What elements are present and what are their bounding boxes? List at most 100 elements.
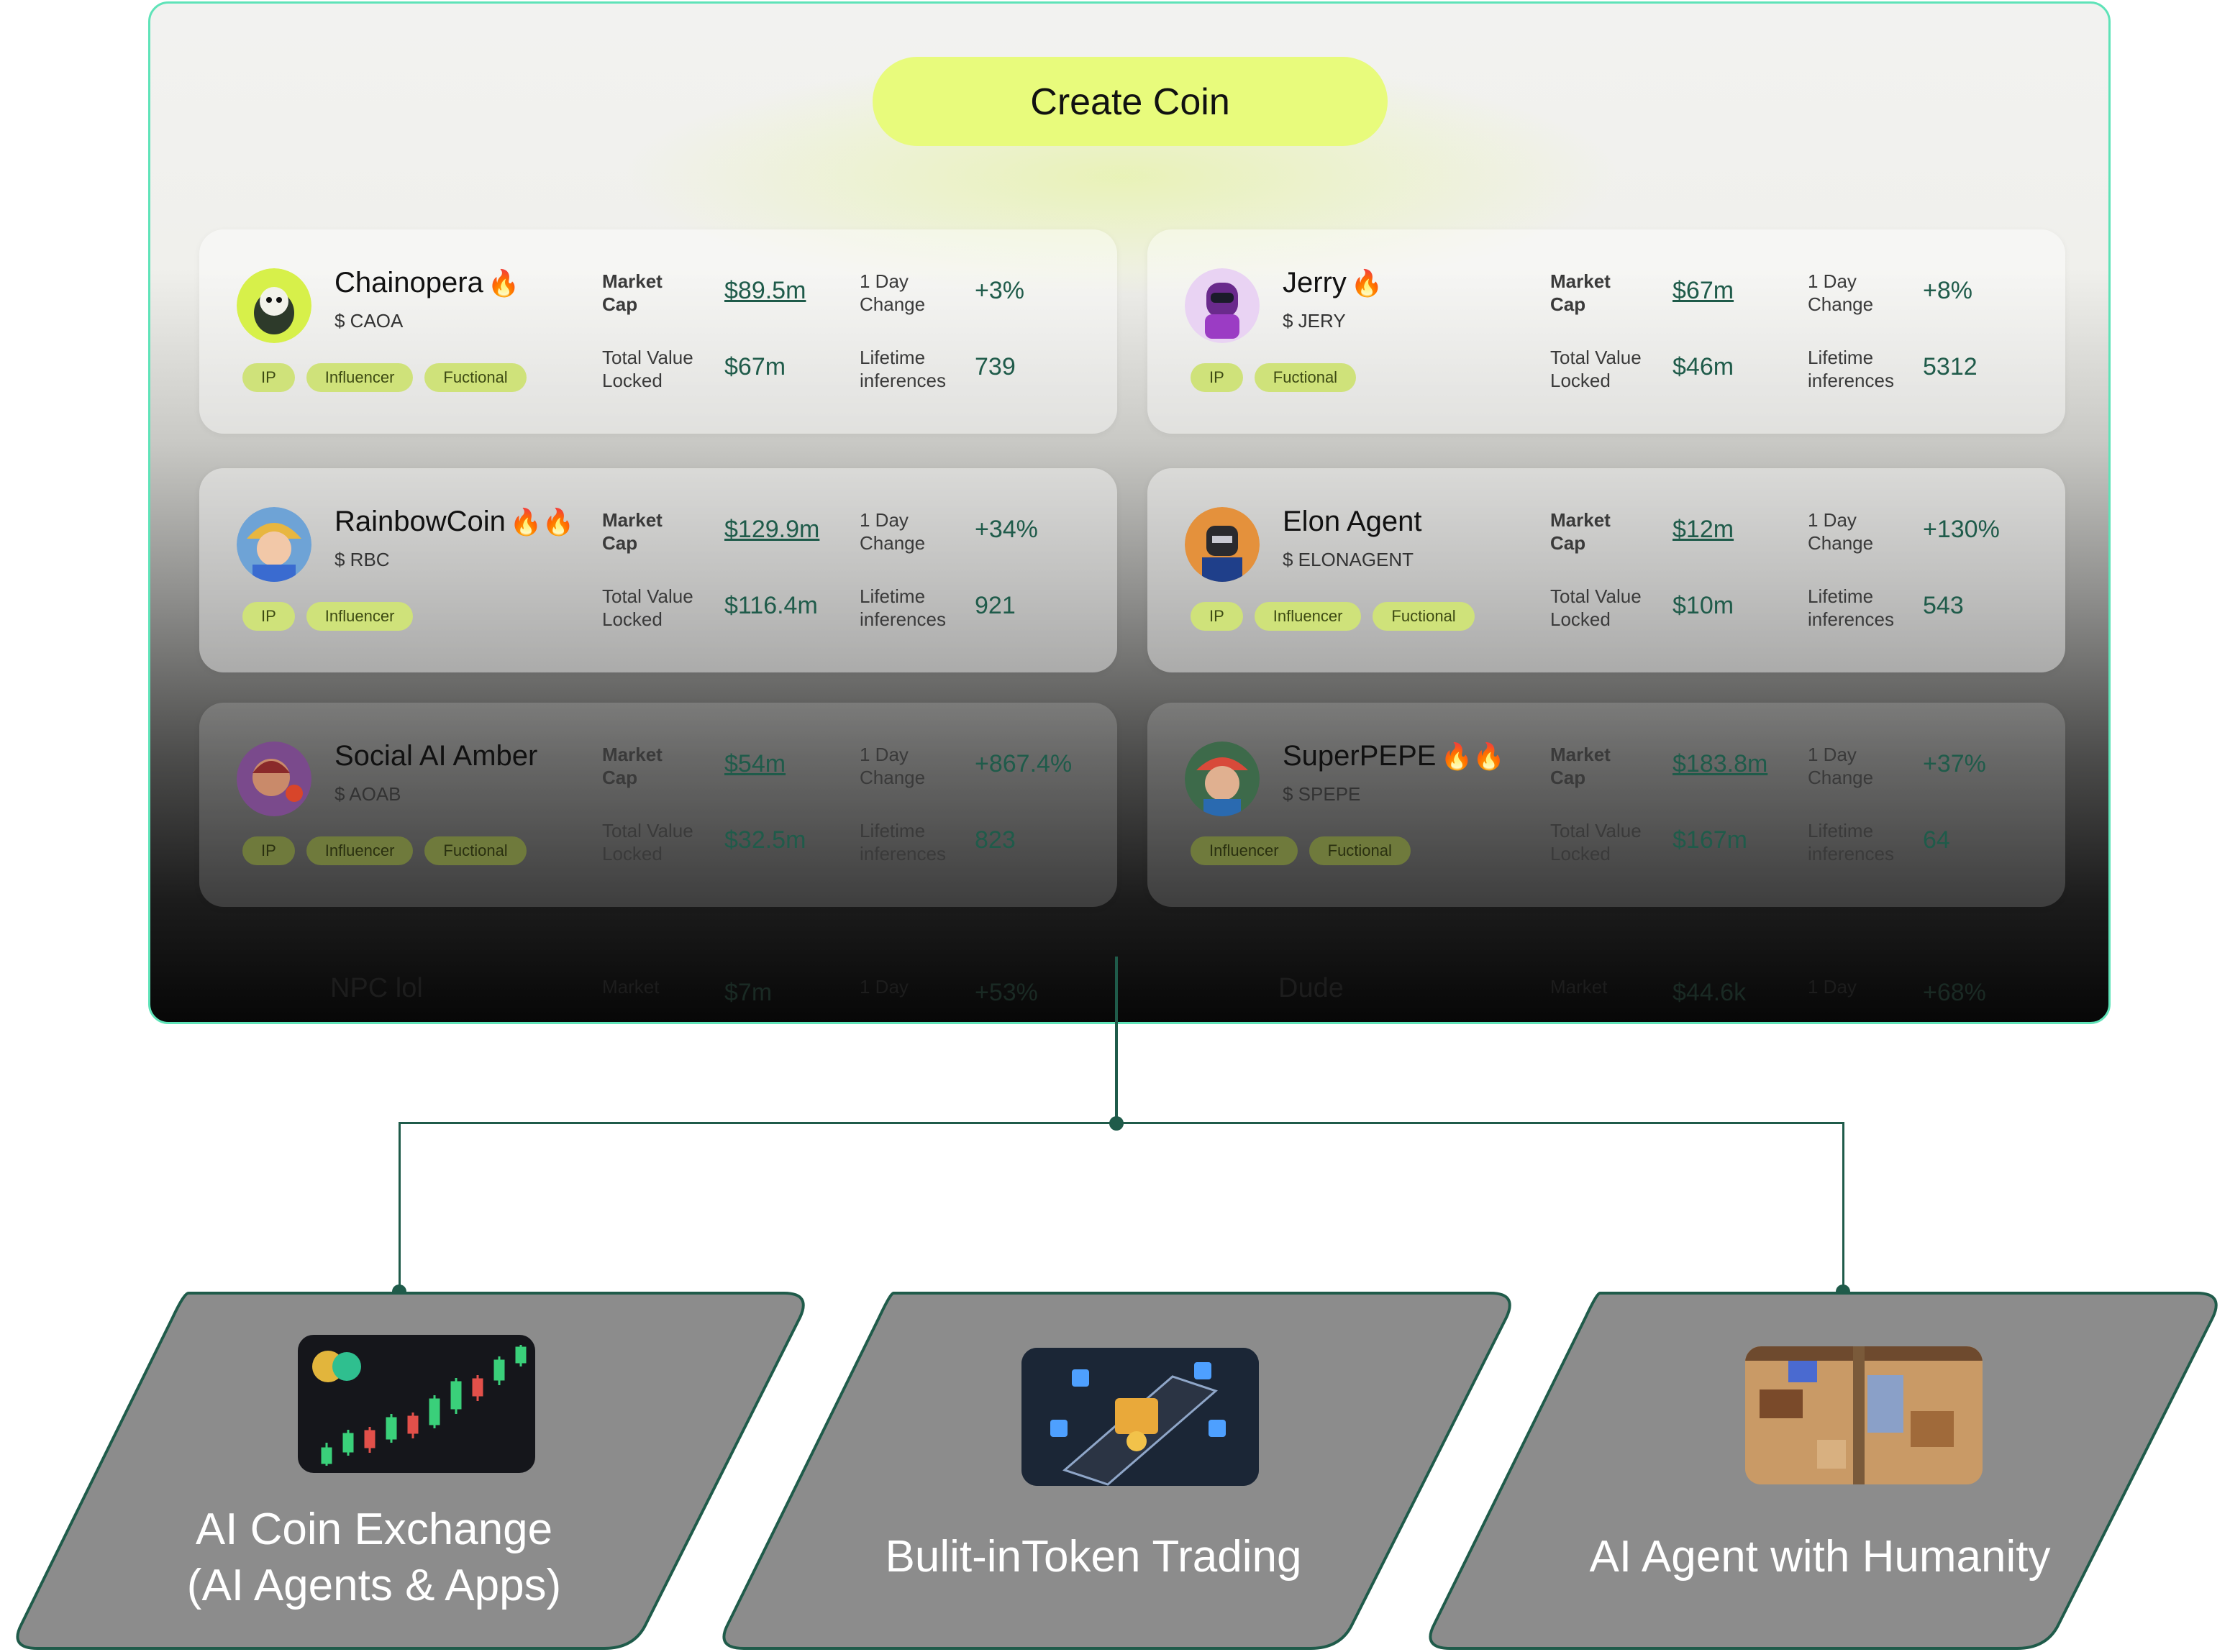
lifetime-label: Lifetime inferences xyxy=(1808,820,1894,864)
peek-market-cap: $44.6k xyxy=(1672,979,1747,1006)
tag-influencer: Influencer xyxy=(1254,602,1362,631)
market-cap-value[interactable]: $12m xyxy=(1672,516,1734,543)
tag-list: IP Fuctional xyxy=(1191,363,1357,392)
coin-card-jerry[interactable]: Jerry🔥 $ JERY IP Fuctional Market Cap $6… xyxy=(1147,229,2065,434)
market-cap-label: Market Cap xyxy=(1550,744,1611,788)
day-change-value: +3% xyxy=(975,277,1024,304)
pixel-room-icon xyxy=(1745,1346,1983,1484)
market-cap-value[interactable]: $89.5m xyxy=(724,277,806,304)
day-change-label: 1 Day Change xyxy=(1808,509,1874,554)
tvl-value: $46m xyxy=(1672,353,1734,380)
tag-ip: IP xyxy=(242,363,295,392)
coin-avatar xyxy=(1185,268,1260,343)
tag-ip: IP xyxy=(1191,363,1243,392)
coin-name[interactable]: Social AI Amber xyxy=(334,740,538,772)
tag-ip: IP xyxy=(242,602,295,631)
coin-card-social-ai-amber[interactable]: Social AI Amber $ AOAB IP Influencer Fuc… xyxy=(199,703,1117,907)
fire-icon: 🔥🔥 xyxy=(509,507,575,537)
lifetime-value: 543 xyxy=(1923,592,1964,619)
tag-fuctional: Fuctional xyxy=(1309,836,1411,865)
connector-left-drop xyxy=(399,1122,401,1289)
coin-avatar xyxy=(237,268,311,343)
market-cap-value[interactable]: $183.8m xyxy=(1672,750,1768,777)
tag-list: IP Influencer Fuctional xyxy=(242,836,527,865)
coin-ticker: $ AOAB xyxy=(334,783,401,805)
peek-day-change: +53% xyxy=(975,979,1038,1006)
day-change-value: +37% xyxy=(1923,750,1986,777)
coin-ticker: $ SPEPE xyxy=(1283,783,1361,805)
tvl-label: Total Value Locked xyxy=(602,585,693,630)
tag-ip: IP xyxy=(1191,602,1243,631)
tvl-label: Total Value Locked xyxy=(602,820,693,864)
market-cap-label: Market Cap xyxy=(602,509,663,554)
tvl-value: $67m xyxy=(724,353,786,380)
coin-card-superpepe[interactable]: SuperPEPE🔥🔥 $ SPEPE Influencer Fuctional… xyxy=(1147,703,2065,907)
tvl-value: $167m xyxy=(1672,826,1747,854)
connector-vertical-main xyxy=(1115,957,1118,1123)
tag-list: IP Influencer xyxy=(242,602,414,631)
feature-label-humanity: AI Agent with Humanity xyxy=(1589,1532,2051,1582)
tag-influencer: Influencer xyxy=(306,602,414,631)
peek-coin-name: Dude xyxy=(1278,973,1344,1003)
create-coin-button[interactable]: Create Coin xyxy=(873,57,1388,146)
tvl-value: $32.5m xyxy=(724,826,806,854)
fire-icon: 🔥 xyxy=(1350,268,1383,298)
coin-card-rainbowcoin[interactable]: RainbowCoin🔥🔥 $ RBC IP Influencer Market… xyxy=(199,468,1117,672)
coin-name[interactable]: Chainopera🔥 xyxy=(334,267,520,298)
coin-name[interactable]: SuperPEPE🔥🔥 xyxy=(1283,740,1506,772)
peek-day-change: +68% xyxy=(1923,979,1986,1006)
lifetime-label: Lifetime inferences xyxy=(860,820,946,864)
coin-name[interactable]: RainbowCoin🔥🔥 xyxy=(334,506,575,537)
lifetime-label: Lifetime inferences xyxy=(1808,347,1894,391)
lifetime-value: 921 xyxy=(975,592,1016,619)
tag-fuctional: Fuctional xyxy=(424,836,527,865)
tvl-value: $10m xyxy=(1672,592,1734,619)
peek-day-label: 1 Day xyxy=(1808,976,1857,998)
fire-icon: 🔥 xyxy=(487,268,520,298)
feature-label-trading: Bulit-inToken Trading xyxy=(885,1532,1302,1582)
coin-ticker: $ CAOA xyxy=(334,310,404,332)
peek-coin-name: NPC lol xyxy=(330,973,423,1003)
day-change-label: 1 Day Change xyxy=(1808,744,1874,788)
lifetime-value: 64 xyxy=(1923,826,1950,854)
candlestick-chart-icon xyxy=(298,1335,535,1473)
lifetime-label: Lifetime inferences xyxy=(1808,585,1894,630)
tvl-label: Total Value Locked xyxy=(1550,585,1642,630)
peek-market-cap: $7m xyxy=(724,979,773,1006)
tag-influencer: Influencer xyxy=(1191,836,1298,865)
lifetime-label: Lifetime inferences xyxy=(860,347,946,391)
market-cap-value[interactable]: $129.9m xyxy=(724,516,820,543)
coin-avatar xyxy=(237,507,311,582)
coin-ticker: $ JERY xyxy=(1283,310,1346,332)
coin-name[interactable]: Jerry🔥 xyxy=(1283,267,1383,298)
tag-ip: IP xyxy=(242,836,295,865)
tag-fuctional: Fuctional xyxy=(1254,363,1357,392)
coin-avatar xyxy=(1185,507,1260,582)
coin-card-elon-agent[interactable]: Elon Agent $ ELONAGENT IP Influencer Fuc… xyxy=(1147,468,2065,672)
coin-name[interactable]: Elon Agent xyxy=(1283,506,1422,537)
tag-influencer: Influencer xyxy=(306,836,414,865)
coin-list-panel: Create Coin Chainopera🔥 $ CAOA IP Influe… xyxy=(148,1,2111,1024)
market-cap-label: Market Cap xyxy=(1550,270,1611,315)
tvl-label: Total Value Locked xyxy=(1550,820,1642,864)
connector-horizontal xyxy=(399,1122,1844,1124)
tag-influencer: Influencer xyxy=(306,363,414,392)
market-cap-label: Market Cap xyxy=(1550,509,1611,554)
lifetime-label: Lifetime inferences xyxy=(860,585,946,630)
tag-fuctional: Fuctional xyxy=(1373,602,1475,631)
tvl-label: Total Value Locked xyxy=(602,347,693,391)
coin-card-chainopera[interactable]: Chainopera🔥 $ CAOA IP Influencer Fuction… xyxy=(199,229,1117,434)
tvl-label: Total Value Locked xyxy=(1550,347,1642,391)
coin-avatar xyxy=(1185,741,1260,816)
market-cap-value[interactable]: $67m xyxy=(1672,277,1734,304)
smartphone-token-icon xyxy=(1021,1348,1259,1486)
market-cap-value[interactable]: $54m xyxy=(724,750,786,777)
peek-market-label: Market xyxy=(602,976,660,998)
peek-market-label: Market xyxy=(1550,976,1608,998)
day-change-label: 1 Day Change xyxy=(1808,270,1874,315)
market-cap-label: Market Cap xyxy=(602,270,663,315)
day-change-label: 1 Day Change xyxy=(860,270,926,315)
tag-list: IP Influencer Fuctional xyxy=(1191,602,1475,631)
market-cap-label: Market Cap xyxy=(602,744,663,788)
day-change-value: +130% xyxy=(1923,516,2000,543)
